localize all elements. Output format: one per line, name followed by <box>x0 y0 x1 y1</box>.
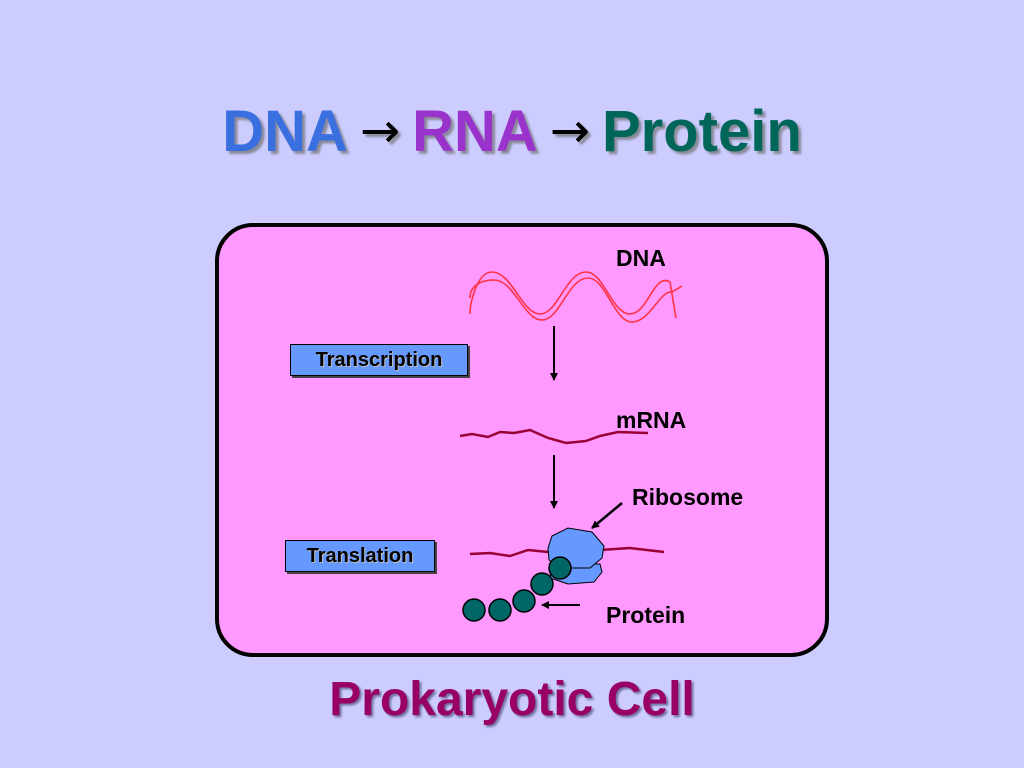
ribosome-pointer-arrow <box>591 502 623 529</box>
mrna-label: mRNA <box>616 407 687 433</box>
title-arrow-2: → <box>549 103 590 159</box>
title-protein: Protein <box>601 99 802 164</box>
title-dna: DNA <box>222 99 348 164</box>
page-title: DNA→RNA→Protein <box>0 98 1024 165</box>
mrna-on-ribosome <box>469 546 665 558</box>
translation-box: Translation <box>285 540 435 572</box>
footer-caption: Prokaryotic Cell <box>329 673 695 726</box>
dna-label: DNA <box>616 245 666 271</box>
title-rna: RNA <box>412 99 538 164</box>
amino-acid-bead <box>530 572 554 596</box>
title-arrow-1: → <box>359 103 401 159</box>
protein-label: Protein <box>606 602 686 628</box>
prokaryotic-cell-box <box>215 223 829 657</box>
dna-strand-1 <box>469 271 677 319</box>
amino-acid-bead <box>512 589 536 613</box>
amino-acid-bead <box>488 598 512 622</box>
transcription-box: Transcription <box>290 344 468 376</box>
ribosome-label: Ribosome <box>632 484 744 510</box>
amino-acid-bead <box>548 556 572 580</box>
dna-strand-2 <box>469 277 683 323</box>
mrna-strand <box>459 428 649 445</box>
amino-acid-bead <box>462 598 486 622</box>
protein-chain <box>462 556 572 622</box>
